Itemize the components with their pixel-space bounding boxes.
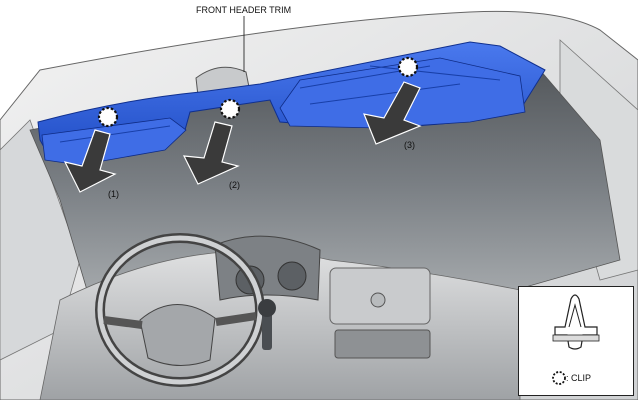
label-front-header-trim: FRONT HEADER TRIM [196, 5, 291, 15]
steering-spokes [103, 312, 257, 329]
clip-marker-1 [97, 106, 119, 128]
clip-illustration [552, 294, 600, 385]
trim-ribs [59, 65, 501, 143]
hazard-button [370, 292, 386, 308]
removal-arrow-3 [363, 81, 422, 145]
shift-knob [258, 299, 276, 317]
label-step-1: (1) [108, 189, 119, 199]
removal-arrow-1 [63, 129, 117, 193]
shift-lever [262, 310, 272, 350]
label-step-3: (3) [404, 140, 415, 150]
trim-left-section [41, 117, 187, 166]
label-step-2: (2) [229, 180, 240, 190]
clip-legend-box [518, 286, 634, 396]
vent-panel [334, 329, 431, 359]
clip-marker-2 [219, 98, 241, 120]
clip-marker-3 [397, 56, 419, 78]
instrument-cluster [214, 235, 321, 301]
gauge-right [277, 261, 307, 291]
clip-legend-icon [552, 371, 566, 385]
steering-hub [139, 304, 216, 367]
clip-legend-label: : CLIP [566, 373, 592, 383]
removal-arrow-2 [182, 121, 240, 185]
